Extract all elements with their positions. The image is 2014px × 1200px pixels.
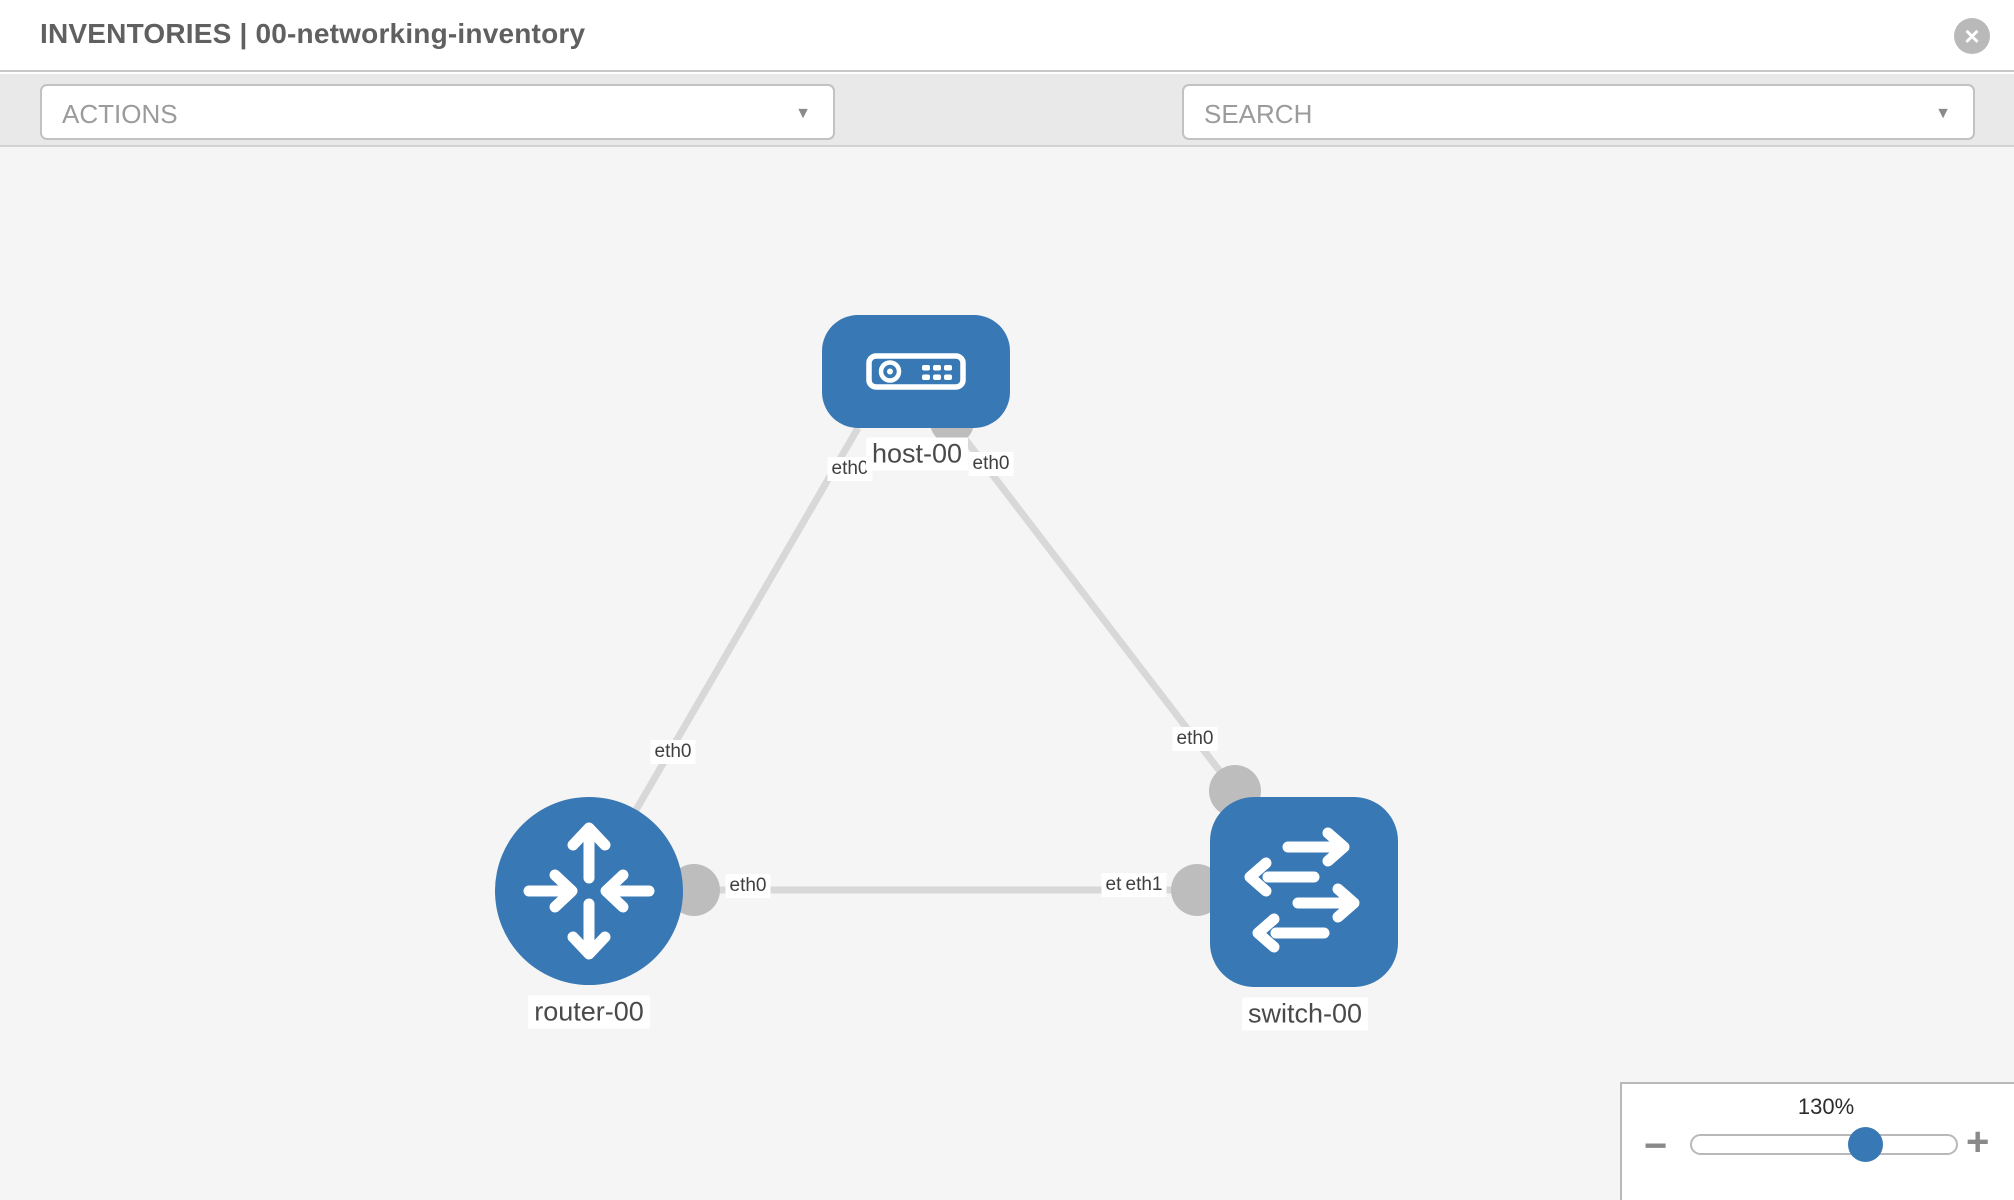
close-icon: × [1964,21,1980,51]
chevron-down-icon: ▼ [795,105,811,122]
zoom-out-button[interactable]: − [1644,1124,1668,1168]
zoom-in-button[interactable]: + [1966,1120,1990,1164]
page-title: INVENTORIES | 00-networking-inventory [40,18,586,49]
toolbar: ACTIONS ▼ SEARCH ▼ [0,74,2014,205]
interface-label-host-eth0-right: eth0 [968,452,1014,476]
actions-dropdown-label: ACTIONS [62,99,178,129]
node-router-00[interactable] [495,797,683,985]
interface-label-router-eth0-right: eth0 [725,874,771,898]
zoom-slider-handle[interactable] [1848,1127,1883,1162]
node-label-router-00: router-00 [528,995,650,1029]
node-label-switch-00: switch-00 [1241,997,1369,1031]
node-switch-00[interactable] [1210,797,1398,987]
zoom-level: 130% [1797,1094,1855,1119]
router-icon [523,822,655,960]
zoom-control: 130% − + [1620,1082,2014,1200]
interface-label-host-eth0: eth0 [827,457,873,481]
interface-label-router-eth0-top: eth0 [650,740,696,764]
close-button[interactable]: × [1954,18,1990,54]
actions-dropdown[interactable]: ACTIONS ▼ [40,84,835,140]
topology-canvas[interactable]: eth0 eth0 eth0 eth0 eth0 eth0 eth1 host-… [0,147,2014,1200]
page-header: INVENTORIES | 00-networking-inventory × [0,0,2014,72]
switch-icon [1244,827,1360,953]
chevron-down-icon: ▼ [1935,105,1951,122]
interface-label-switch-eth0: eth0 [1172,727,1218,751]
node-host-00[interactable] [822,315,1010,428]
search-dropdown[interactable]: SEARCH ▼ [1182,84,1975,140]
node-label-host-00: host-00 [865,437,969,471]
interface-label-switch-eth1: eth1 [1121,873,1167,897]
host-icon [866,353,966,390]
zoom-slider-track[interactable] [1690,1134,1958,1155]
topology-links-layer [585,400,1261,916]
search-dropdown-label: SEARCH [1204,99,1313,129]
